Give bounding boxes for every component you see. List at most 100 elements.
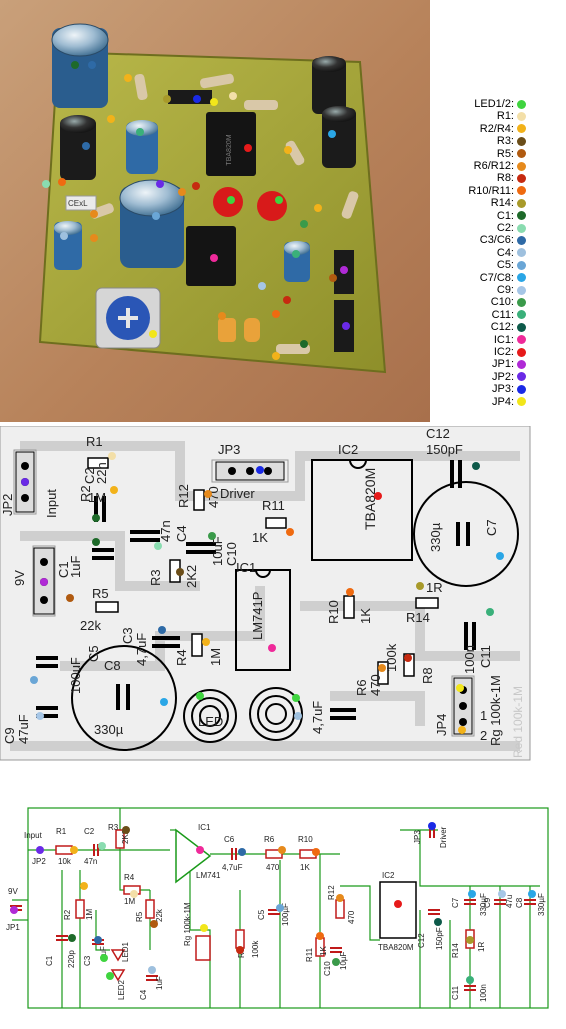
legend-color-dot (517, 384, 526, 394)
sch-r4-label: R4 (124, 873, 135, 882)
sch-r1-label: R1 (56, 827, 67, 836)
legend-item: C3/C6: (480, 234, 526, 246)
schematic-labels: Input JP2 R1 10k C2 47n R3 2K2 IC1 LM741… (6, 823, 546, 1002)
legend-color-dot (517, 198, 526, 208)
legend-color-dot (517, 161, 526, 171)
layout-1k-r11-label: 1K (252, 530, 268, 545)
sch-150pf-label: 150pF (435, 927, 444, 950)
legend-item: R2/R4: (480, 123, 526, 135)
layout-ic1-label: IC1 (236, 560, 256, 575)
ic2-photo: TBA820M (206, 112, 256, 176)
layout-470-r6-label: 470 (368, 674, 383, 696)
sch-led1-label: LED1 (121, 941, 130, 962)
legend-color-dot (517, 223, 526, 233)
legend-label: JP3: (491, 383, 514, 396)
layout-resistors (87, 457, 439, 685)
legend-label: JP1: (491, 358, 514, 371)
sch-1m-r4-label: 1M (124, 897, 135, 906)
sch-r12-label: R12 (327, 885, 336, 900)
sch-r2-label: R2 (63, 909, 72, 920)
legend-item: IC2: (494, 346, 526, 358)
layout-pin1-label: 1 (480, 708, 487, 723)
schematic-rg (195, 935, 211, 961)
legend-label: C9: (496, 284, 514, 296)
legend-color-dot (517, 335, 526, 345)
legend-color-dot (517, 273, 526, 283)
trimmer-rg-photo (95, 287, 161, 349)
layout-c11-label: C11 (478, 645, 493, 668)
legend-item: C9: (497, 284, 526, 296)
sch-330uf-label: 330µF (537, 893, 546, 916)
layout-r6-label: R6 (354, 679, 369, 696)
legend-label: JP4: (491, 395, 514, 408)
sch-10k-label: 10k (58, 857, 72, 866)
legend-label: C5: (496, 259, 514, 272)
legend-label: C11: (491, 308, 514, 321)
legend-color-dot (517, 149, 526, 159)
legend-item: C4: (497, 247, 526, 259)
sch-47n-label: 47n (84, 857, 97, 866)
sch-330uf-c7-label: 330µF (479, 893, 488, 916)
schematic: Input JP2 R1 10k C2 47n R3 2K2 IC1 LM741… (0, 790, 566, 1024)
layout-jp3-label: JP3 (218, 442, 240, 457)
sch-r11-label: R11 (305, 947, 314, 962)
layout-22k-label: 22k (80, 618, 101, 633)
capacitor-c5-photo (60, 115, 96, 180)
sch-ic1-label: IC1 (198, 823, 211, 832)
sch-driver-label: Driver (439, 826, 448, 848)
sch-9v-label: 9V (8, 887, 18, 896)
layout-1m-r4-label: 1M (208, 648, 223, 666)
legend-item: R10/R11: (468, 185, 526, 197)
legend-color-dot (517, 211, 526, 221)
sch-1k-label: 1K (300, 863, 310, 872)
legend-label: R5: (496, 147, 514, 160)
layout-input-label: Input (44, 489, 59, 518)
layout-330u-c8-label: 330µ (94, 722, 124, 737)
schematic-wires (12, 807, 549, 1009)
sch-r14-label: R14 (451, 943, 460, 958)
sch-1uf-c3-label: 1uF (99, 946, 108, 960)
layout-c8 (71, 645, 177, 751)
layout-ic1: LM741P (235, 569, 291, 671)
legend-label: R10/R11: (468, 184, 514, 197)
layout-pin2-label: 2 (480, 728, 487, 743)
sch-22k-label: 22k (155, 908, 164, 922)
capacitor-c10-photo (284, 241, 310, 282)
legend-item: C11: (492, 309, 526, 321)
sch-c10-label: C10 (323, 961, 332, 976)
layout-c2-label: C2 (82, 467, 97, 484)
legend-color-dot (517, 124, 526, 134)
legend-color-dot (517, 235, 526, 245)
layout-jp2-label: JP2 (0, 494, 15, 516)
sch-r6-label: R6 (264, 835, 275, 844)
layout-r11-label: R11 (262, 498, 285, 513)
sch-10uf-label: 10µF (339, 951, 348, 970)
sch-tba820m-label: TBA820M (378, 943, 414, 952)
layout-47n-label: 47n (158, 520, 173, 542)
layout-1k-r10-label: 1K (358, 608, 373, 624)
legend-item: JP2: (492, 371, 526, 383)
layout-1m-label: 1M (88, 490, 106, 505)
layout-r1-label: R1 (86, 434, 103, 449)
sch-c3-label: C3 (83, 955, 92, 966)
sch-c12-label: C12 (417, 933, 426, 948)
legend-color-dot (517, 136, 526, 146)
layout-c12-label: C12 (426, 426, 450, 441)
layout-r8-label: R8 (420, 667, 435, 684)
legend-label: C2: (496, 222, 514, 234)
layout-led-label: LED (198, 714, 223, 729)
layout-labels: JP2 Input R1 C2 22n R2 1M R12 470 C4 47n… (0, 426, 503, 746)
sch-100n-label: 100n (479, 984, 488, 1002)
layout-100n-label: 100n (462, 645, 477, 674)
legend-color-dot (517, 186, 526, 196)
capacitor-c7-photo (322, 106, 356, 168)
pcb-photo-drawing: TBA820M (38, 23, 387, 374)
legend-label: R14: (490, 197, 514, 210)
layout-r5-label: R5 (92, 586, 109, 601)
layout-r4-label: R4 (174, 649, 189, 666)
layout-c9-label: C9 (2, 727, 17, 744)
layout-jp4-label: JP4 (434, 714, 449, 736)
layout-47uf-label: 4,7uF (310, 701, 325, 734)
legend-color-dot (517, 260, 526, 270)
film-caps-photo (65, 195, 260, 342)
